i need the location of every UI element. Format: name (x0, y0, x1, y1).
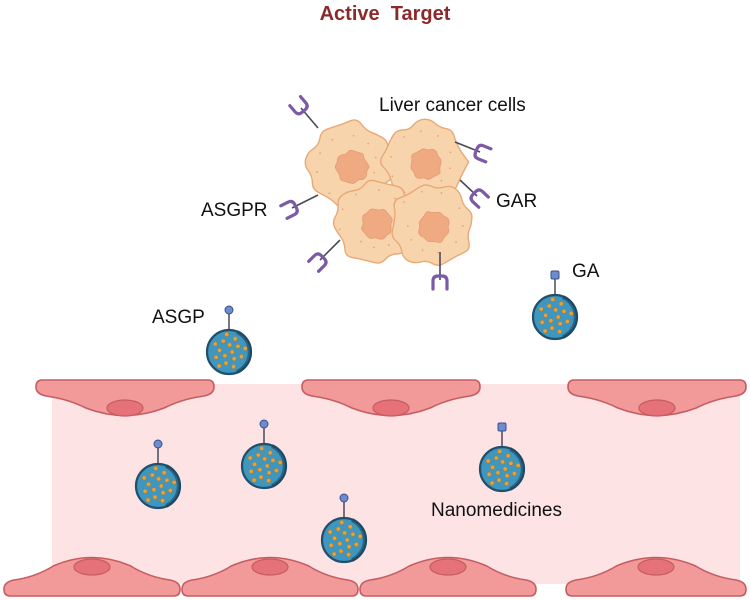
ga-ligand-icon (497, 422, 507, 432)
endothelial-cell-icon (565, 556, 747, 597)
asgp-ligand-icon (259, 419, 269, 429)
ga-ligand-icon (550, 270, 560, 280)
vessel-wall (3, 379, 747, 597)
asgpr-label: ASGPR (201, 200, 268, 221)
nanoparticle-icon (134, 439, 182, 510)
liver-cancer-cells-label: Liver cancer cells (379, 95, 526, 116)
endothelial-cell-icon (35, 379, 215, 417)
cancer-cell-icon (391, 184, 473, 266)
asgpr-receptor-icon (307, 239, 341, 273)
endothelial-cell-icon (301, 379, 481, 417)
ga-label: GA (572, 261, 600, 282)
asgp-label: ASGP (152, 307, 205, 328)
nanoparticle-icon (320, 493, 368, 564)
gar-receptor-icon (431, 252, 449, 291)
nanomedicines-label: Nanomedicines (431, 500, 562, 521)
nanoparticle-icon (478, 422, 526, 493)
asgp-ligand-icon (224, 305, 234, 315)
gar-receptor-icon (454, 141, 493, 164)
endothelial-cell-icon (3, 556, 181, 597)
nanoparticle-icon (240, 419, 288, 490)
endothelial-cell-icon (181, 556, 359, 597)
endothelial-cell-icon (567, 379, 747, 417)
diagram-title: Active Target (320, 3, 451, 25)
gar-receptor-icon (459, 179, 490, 209)
gar-label: GAR (496, 191, 537, 212)
nanoparticle-icon (531, 270, 579, 341)
endothelial-cell-icon (359, 556, 537, 597)
receptor-group (279, 95, 493, 291)
liver-cancer-cell-cluster (304, 118, 473, 266)
asgpr-receptor-icon (279, 194, 319, 220)
nanomedicine-group (134, 270, 579, 564)
nanoparticle-icon (205, 305, 253, 376)
asgpr-receptor-icon (288, 95, 319, 129)
asgp-ligand-icon (339, 493, 349, 503)
asgp-ligand-icon (153, 439, 163, 449)
